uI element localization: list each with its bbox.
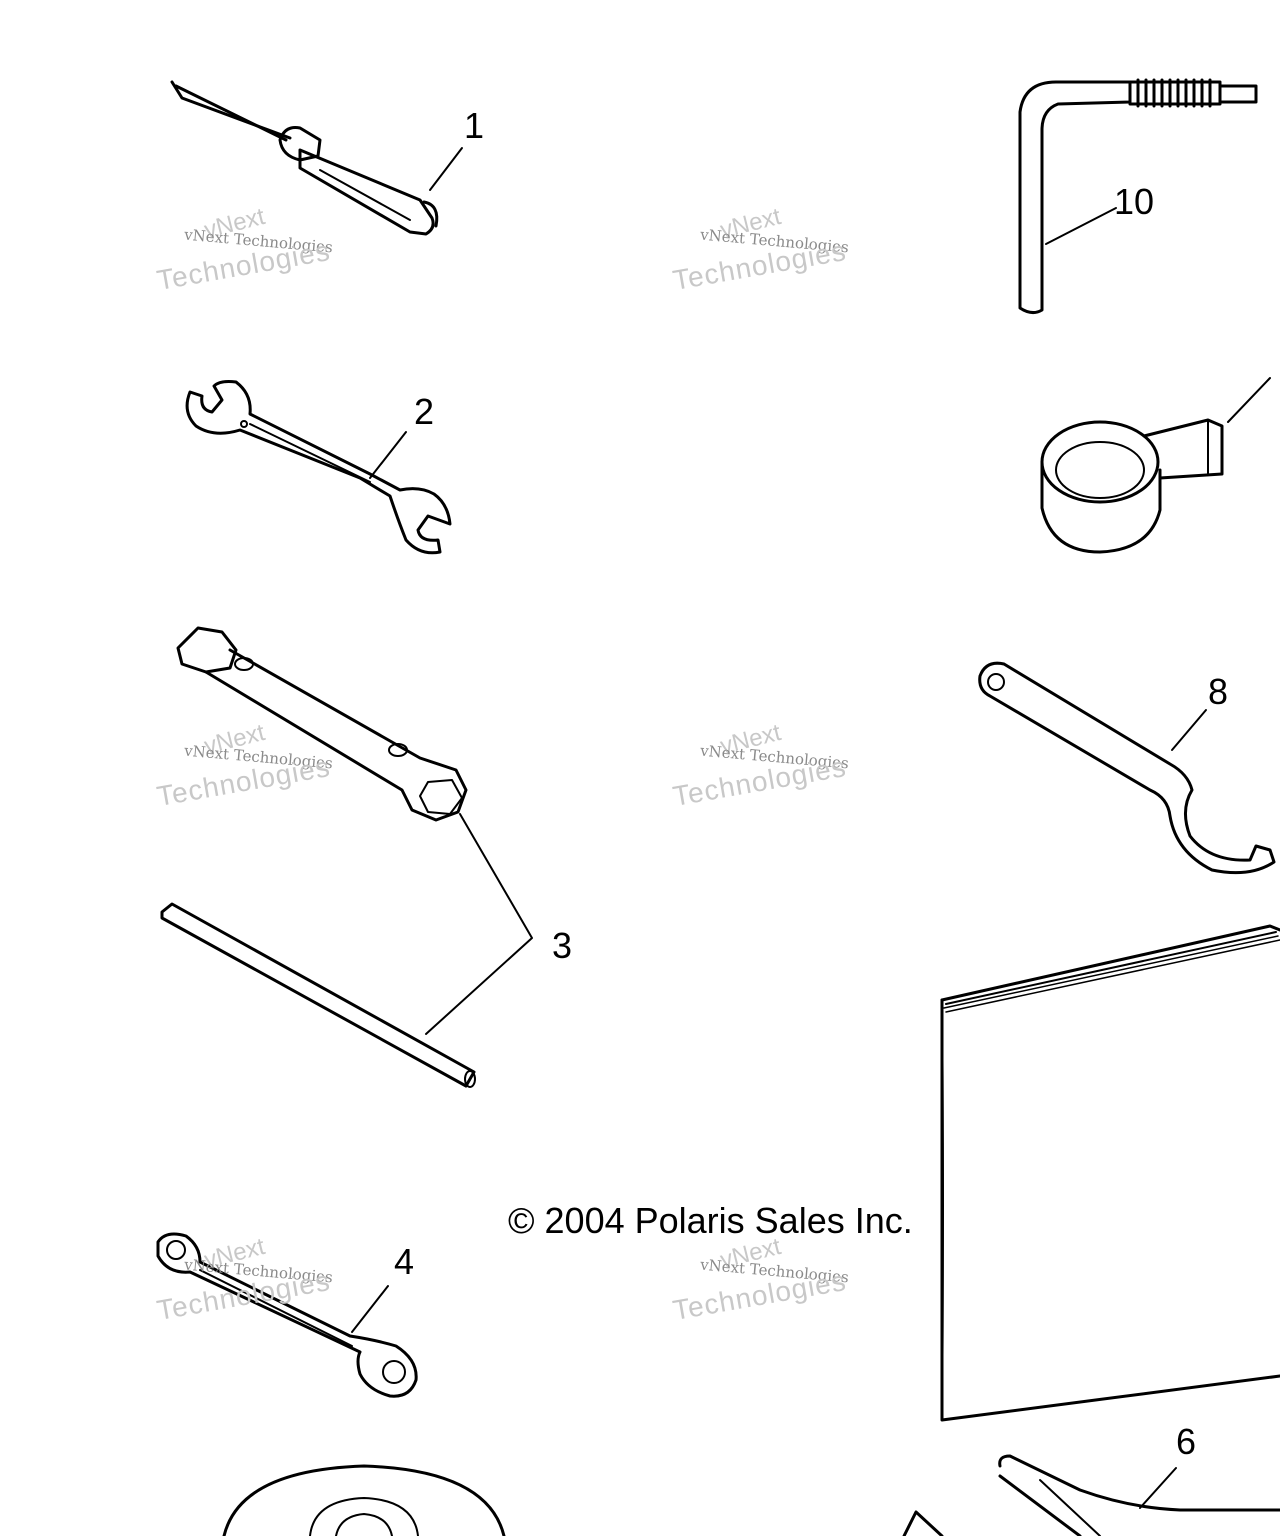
pliers-icon <box>902 1454 1280 1536</box>
callout-3: 3 <box>552 925 573 966</box>
callout-8: 8 <box>1208 671 1229 712</box>
leader-line-3a <box>425 813 533 1035</box>
box-end-wrench-icon <box>156 1232 418 1398</box>
copyright-notice: © 2004 Polaris Sales Inc. <box>508 1200 913 1241</box>
tommy-bar-icon <box>160 902 476 1088</box>
spark-plug-socket-wrench-icon <box>176 626 468 822</box>
strap-roll-icon <box>1040 418 1224 554</box>
leader-line-6 <box>1139 1467 1177 1509</box>
callout-4: 4 <box>394 1241 415 1282</box>
leader-line-1 <box>429 147 463 191</box>
hex-key-icon <box>1018 78 1258 315</box>
callout-1: 1 <box>464 105 485 146</box>
callout-10: 10 <box>1114 181 1155 222</box>
leader-line-4 <box>351 1285 389 1333</box>
spanner-wrench-icon <box>978 661 1276 875</box>
leader-line-8 <box>1171 709 1207 751</box>
leader-line-9 <box>1227 377 1271 423</box>
disc-icon <box>222 1464 506 1536</box>
owners-manual-icon <box>940 924 1280 1422</box>
open-end-wrench-icon <box>185 380 452 555</box>
screwdriver-icon <box>170 80 439 236</box>
leader-line-10 <box>1045 207 1117 245</box>
callout-6: 6 <box>1176 1421 1197 1462</box>
callout-2: 2 <box>414 391 435 432</box>
leader-line-2 <box>369 431 407 479</box>
